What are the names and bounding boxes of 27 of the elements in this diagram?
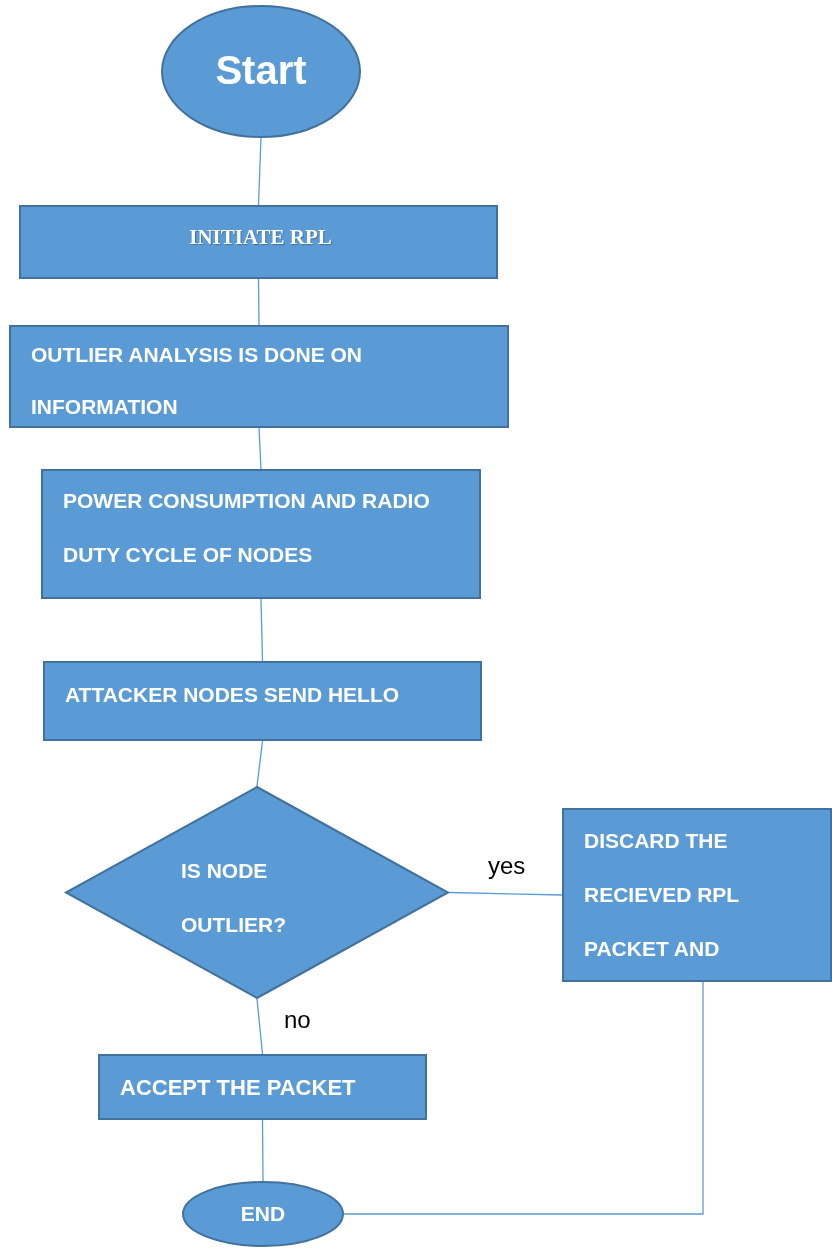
process-box: [41, 469, 481, 599]
node-text: END: [239, 1201, 287, 1227]
connector-line: [260, 598, 264, 662]
connector-line: [256, 998, 264, 1055]
decision-diamond: [65, 786, 449, 999]
process-box: [19, 205, 498, 279]
process-box: [9, 325, 509, 428]
node-text: ATTACKER NODES SEND HELLO: [65, 682, 401, 708]
terminal-oval: [182, 1181, 344, 1247]
process-box: [562, 808, 832, 982]
terminal-oval: [161, 5, 361, 138]
node-text: INITIATE RPL: [188, 224, 333, 251]
connector-line: [448, 891, 563, 896]
process-box: [43, 661, 482, 741]
node-text: IS NODE OUTLIER?: [181, 858, 287, 938]
node-text: DISCARD THE RECIEVED RPL PACKET AND: [584, 828, 740, 962]
node-text: OUTLIER ANALYSIS IS DONE ON INFORMATION: [31, 342, 363, 420]
process-box: [98, 1054, 427, 1120]
connector-line: [343, 981, 704, 1215]
node-text: ACCEPT THE PACKET: [120, 1074, 357, 1102]
connector-line: [261, 1119, 264, 1182]
connector-line: [256, 740, 264, 787]
node-text: POWER CONSUMPTION AND RADIO DUTY CYCLE OF NODES: [63, 488, 431, 568]
node-text: Start: [214, 47, 308, 94]
connector-line: [257, 278, 260, 326]
connector-line: [258, 427, 262, 470]
connector-line: [257, 137, 262, 206]
